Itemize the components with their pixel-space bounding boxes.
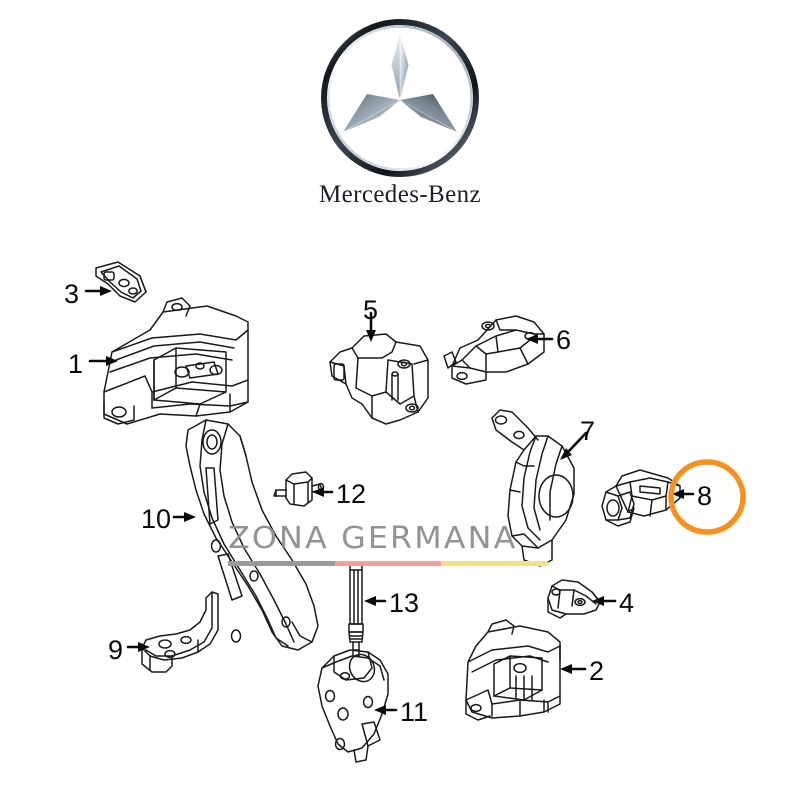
callout-number-10[interactable]: 10	[141, 504, 172, 534]
part-shape-5	[329, 333, 429, 425]
callout-number-12[interactable]: 12	[336, 479, 367, 509]
callout-arrow-5	[366, 311, 376, 342]
callout-arrows	[84, 286, 695, 715]
callout-number-5[interactable]: 5	[363, 295, 379, 325]
part-shape-1	[103, 297, 249, 425]
callout-arrow-1	[88, 356, 118, 366]
callout-number-11[interactable]: 11	[400, 697, 429, 727]
callout-number-9[interactable]: 9	[108, 635, 124, 665]
callout-arrow-9	[126, 642, 150, 652]
callout-arrow-7	[560, 431, 588, 460]
callout-number-6[interactable]: 6	[556, 325, 572, 355]
callout-arrow-10	[172, 512, 196, 522]
highlight-ring-part-8	[668, 459, 746, 535]
part-shape-11	[317, 649, 389, 763]
callout-arrow-6	[526, 334, 554, 344]
callout-number-3[interactable]: 3	[64, 279, 80, 309]
part-shape-4	[547, 579, 601, 619]
callout-number-1[interactable]: 1	[68, 349, 84, 379]
part-shape-3	[95, 261, 147, 303]
callout-number-2[interactable]: 2	[589, 656, 605, 686]
brand-header: Mercedes-Benz	[0, 18, 800, 207]
callout-number-13[interactable]: 13	[389, 588, 420, 618]
part-shape-7	[491, 409, 575, 567]
brand-wordmark: Mercedes-Benz	[318, 181, 482, 208]
part-shape-13	[348, 562, 364, 657]
part-shape-10	[185, 419, 319, 651]
callout-arrow-4	[592, 596, 617, 606]
part-shape-12	[273, 471, 325, 507]
callout-number-4[interactable]: 4	[619, 588, 635, 618]
callout-arrow-12	[312, 487, 334, 497]
callout-arrow-13	[364, 596, 387, 606]
mercedes-star-logo-icon	[320, 18, 480, 178]
part-shape-9	[141, 591, 219, 673]
callout-number-8[interactable]: 8	[697, 481, 713, 511]
callout-arrow-3	[84, 286, 112, 296]
callout-number-7[interactable]: 7	[580, 416, 596, 446]
callout-arrow-2	[560, 664, 587, 674]
callout-arrow-11	[374, 705, 398, 715]
part-shape-2	[465, 619, 561, 721]
callout-arrow-8	[672, 489, 695, 499]
part-shape-6	[443, 315, 545, 385]
